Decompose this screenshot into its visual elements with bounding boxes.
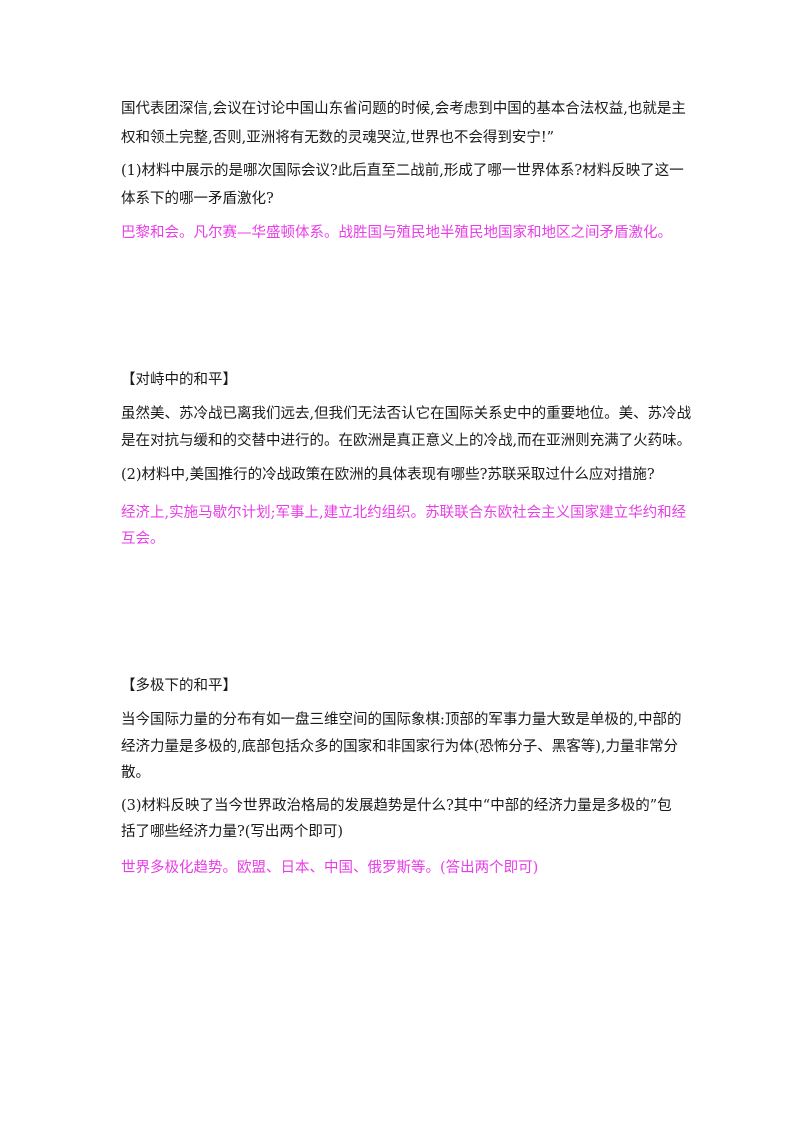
answer-line: 巴黎和会。凡尔赛—华盛顿体系。战胜国与殖民地半殖民地国家和地区之间矛盾激化。 <box>121 225 672 241</box>
question-line: (1)材料中展示的是哪次国际会议?此后直至二战前,形成了哪一世界体系?材料反映了… <box>121 163 684 179</box>
section-heading: 【对峙中的和平】 <box>121 372 237 388</box>
question-line: (3)材料反映了当今世界政治格局的发展趋势是什么?其中“中部的经济力量是多极的”… <box>121 798 672 814</box>
material-line: 虽然美、苏冷战已离我们远去,但我们无法否认它在国际关系史中的重要地位。美、苏冷战 <box>121 406 692 422</box>
answer-line: 世界多极化趋势。欧盟、日本、中国、俄罗斯等。(答出两个即可) <box>121 860 539 876</box>
question-line: (2)材料中,美国推行的冷战政策在欧洲的具体表现有哪些?苏联采取过什么应对措施? <box>121 467 655 483</box>
material-line: 散。 <box>121 765 150 781</box>
answer-line: 经济上,实施马歇尔计划;军事上,建立北约组织。苏联联合东欧社会主义国家建立华约和… <box>121 505 687 521</box>
answer-line: 互会。 <box>121 531 165 547</box>
material-line: 国代表团深信,会议在讨论中国山东省问题的时候,会考虑到中国的基本合法权益,也就是… <box>121 101 686 117</box>
material-line: 当今国际力量的分布有如一盘三维空间的国际象棋:顶部的军事力量大致是单极的,中部的 <box>121 712 682 728</box>
material-line: 是在对抗与缓和的交替中进行的。在欧洲是真正意义上的冷战,而在亚洲则充满了火药味。 <box>121 433 692 449</box>
material-line: 权和领土完整,否则,亚洲将有无数的灵魂哭泣,世界也不会得到安宁!” <box>121 130 555 146</box>
question-line: 体系下的哪一矛盾激化? <box>121 191 274 207</box>
material-line: 经济力量是多极的,底部包括众多的国家和非国家行为体(恐怖分子、黑客等),力量非常… <box>121 739 679 755</box>
question-line: 括了哪些经济力量?(写出两个即可) <box>121 824 344 840</box>
section-heading: 【多极下的和平】 <box>121 678 237 694</box>
